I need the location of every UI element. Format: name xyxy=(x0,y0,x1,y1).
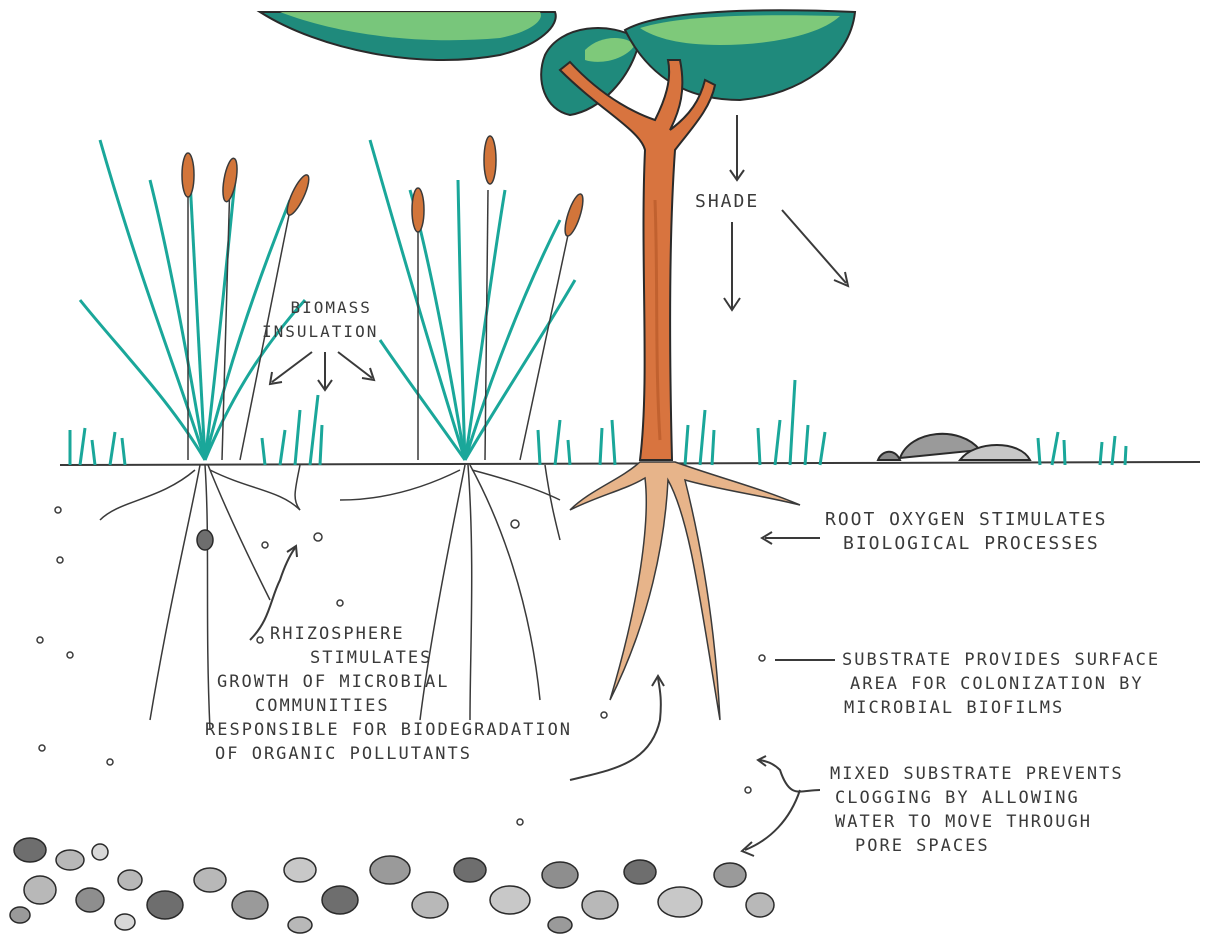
label-line: ROOT OXYGEN STIMULATES xyxy=(825,508,1107,532)
label-line: INSULATION xyxy=(262,320,378,344)
label-line: MICROBIAL BIOFILMS xyxy=(844,696,1160,720)
label-rhizosphere: RHIZOSPHERE STIMULATES GROWTH OF MICROBI… xyxy=(205,622,572,766)
label-root-oxygen: ROOT OXYGEN STIMULATES BIOLOGICAL PROCES… xyxy=(825,508,1107,556)
label-line: OF ORGANIC POLLUTANTS xyxy=(215,742,572,766)
label-line: WATER TO MOVE THROUGH xyxy=(835,810,1124,834)
label-line: STIMULATES xyxy=(310,646,572,670)
biomass-arrows xyxy=(270,352,374,390)
label-line: RHIZOSPHERE xyxy=(270,622,572,646)
label-shade-text: SHADE xyxy=(695,190,759,214)
cattail-clump-middle xyxy=(370,136,587,460)
tree-canopy xyxy=(260,10,855,115)
label-line: PORE SPACES xyxy=(855,834,1124,858)
gravel-layer xyxy=(10,838,774,933)
label-substrate-surface: SUBSTRATE PROVIDES SURFACE AREA FOR COLO… xyxy=(842,648,1160,720)
soil-stone xyxy=(197,530,213,550)
label-line: BIOMASS xyxy=(284,296,378,320)
surface-rocks xyxy=(878,434,1030,460)
label-biomass-insulation: BIOMASS INSULATION xyxy=(262,296,378,344)
label-line: SUBSTRATE PROVIDES SURFACE xyxy=(842,648,1160,672)
label-line: BIOLOGICAL PROCESSES xyxy=(843,532,1107,556)
label-line: COMMUNITIES xyxy=(255,694,572,718)
label-line: CLOGGING BY ALLOWING xyxy=(835,786,1124,810)
label-line: RESPONSIBLE FOR BIODEGRADATION xyxy=(205,718,572,742)
label-line: AREA FOR COLONIZATION BY xyxy=(850,672,1160,696)
tree-trunk xyxy=(560,60,715,460)
ground-line xyxy=(60,462,1200,465)
label-shade: SHADE xyxy=(695,190,759,214)
tree-roots xyxy=(570,462,800,720)
label-line: MIXED SUBSTRATE PREVENTS xyxy=(830,762,1124,786)
label-line: GROWTH OF MICROBIAL xyxy=(217,670,572,694)
label-mixed-substrate: MIXED SUBSTRATE PREVENTS CLOGGING BY ALL… xyxy=(830,762,1124,858)
